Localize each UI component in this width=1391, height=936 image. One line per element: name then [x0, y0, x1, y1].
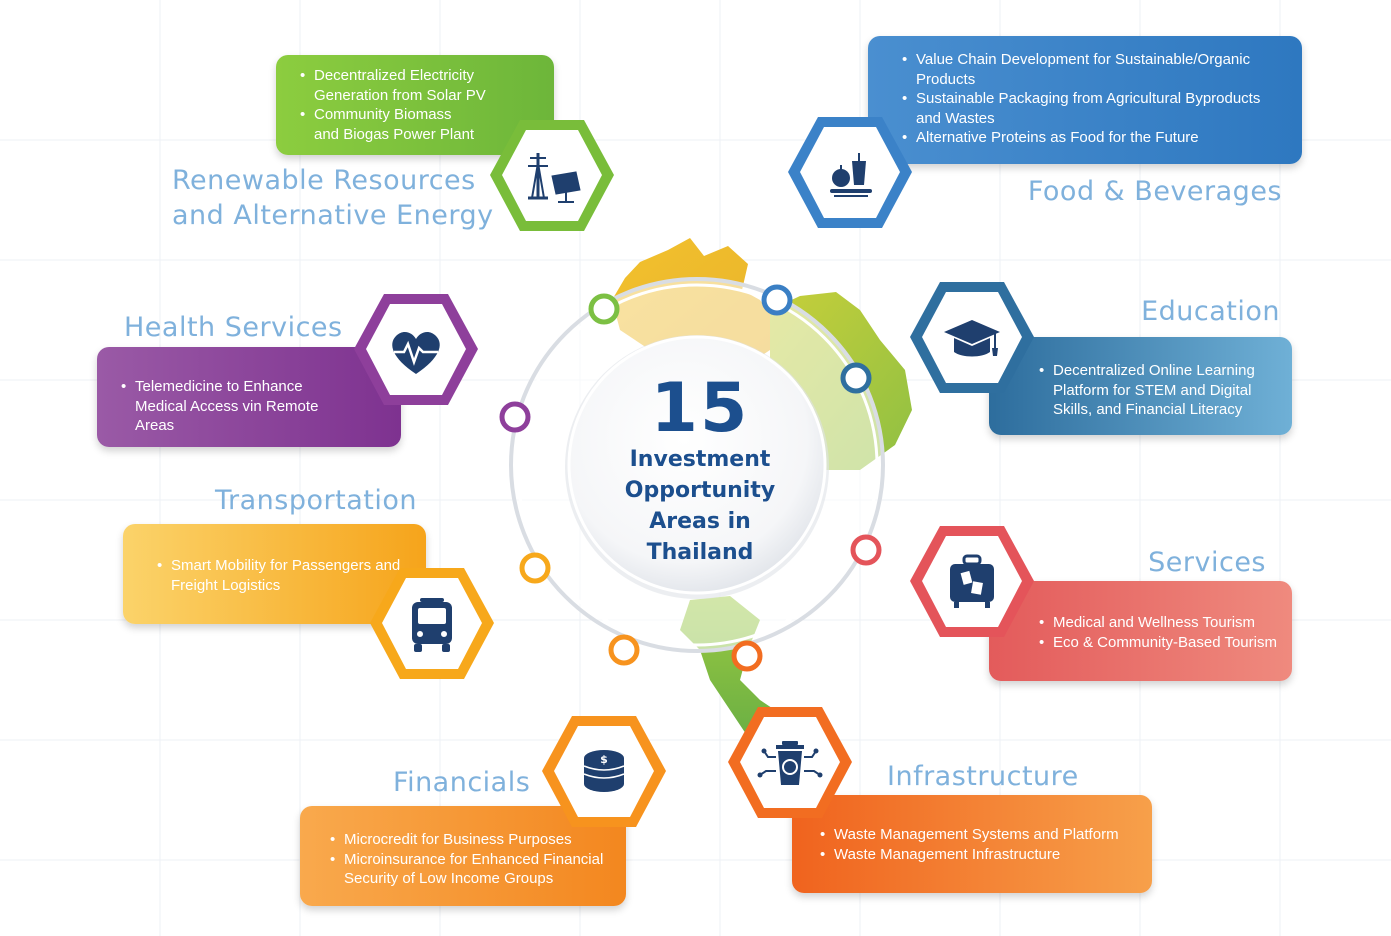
svg-text:$: $: [600, 753, 608, 766]
education-box: Decentralized Online Learning Platform f…: [989, 337, 1292, 435]
financials-bullet-2: Microinsurance for Enhanced Financial Se…: [330, 850, 612, 889]
education-bullet-1: Decentralized Online Learning Platform f…: [1039, 361, 1272, 420]
renewable-title: Renewable Resources and Alternative Ener…: [172, 165, 494, 231]
renewable-bullet-1: Decentralized Electricity Generation fro…: [300, 66, 540, 105]
infrastructure-bullet-2: Waste Management Infrastructure: [820, 845, 1138, 865]
financials-title: Financials: [393, 767, 531, 798]
infrastructure-title: Infrastructure: [887, 761, 1079, 792]
infrastructure-box: Waste Management Systems and Platform Wa…: [792, 795, 1152, 893]
renewable-bullet-2: Community Biomass and Biogas Power Plant: [300, 105, 540, 144]
services-box: Medical and Wellness Tourism Eco & Commu…: [989, 581, 1292, 681]
food-bullet-2: Sustainable Packaging from Agricultural …: [902, 89, 1288, 128]
infrastructure-hex: [726, 705, 854, 820]
health-bullet-1: Telemedicine to Enhance Medical Access v…: [121, 377, 387, 436]
recycle-bin-icon: [757, 741, 823, 785]
transportation-title: Transportation: [215, 485, 417, 516]
services-bullet-2: Eco & Community-Based Tourism: [1039, 633, 1278, 653]
center-label: 15 Investment Opportunity Areas in Thail…: [580, 370, 820, 568]
education-hex: [908, 280, 1036, 395]
services-bullet-1: Medical and Wellness Tourism: [1039, 613, 1278, 633]
food-title: Food & Beverages: [1027, 176, 1282, 207]
infrastructure-bullet-1: Waste Management Systems and Platform: [820, 825, 1138, 845]
food-box: Value Chain Development for Sustainable/…: [868, 36, 1302, 164]
food-bullet-1: Value Chain Development for Sustainable/…: [902, 50, 1288, 89]
health-title: Health Services: [124, 312, 343, 343]
luggage-icon: [950, 554, 994, 608]
renewable-hex: [488, 118, 616, 233]
transportation-bullet-1: Smart Mobility for Passengers and Freigh…: [157, 556, 412, 595]
center-number: 15: [650, 369, 750, 448]
food-hex: [786, 115, 914, 230]
transportation-box: Smart Mobility for Passengers and Freigh…: [123, 524, 426, 624]
health-box: Telemedicine to Enhance Medical Access v…: [97, 347, 401, 447]
graduation-cap-icon: [944, 320, 1000, 357]
bus-icon: [412, 598, 452, 652]
food-drink-icon: [830, 153, 872, 197]
services-title: Services: [1148, 547, 1266, 578]
solar-power-icon: [528, 153, 581, 203]
health-hex: [352, 292, 480, 407]
food-bullet-3: Alternative Proteins as Food for the Fut…: [902, 128, 1288, 148]
education-title: Education: [1141, 296, 1280, 327]
center-caption: Investment Opportunity Areas in Thailand: [624, 447, 776, 565]
services-hex: [908, 524, 1036, 639]
heart-pulse-icon: [392, 332, 440, 374]
coins-icon: $: [583, 750, 625, 792]
renewable-box: Decentralized Electricity Generation fro…: [276, 55, 554, 155]
financials-hex: $: [540, 714, 668, 829]
transportation-hex: [368, 566, 496, 681]
financials-bullet-1: Microcredit for Business Purposes: [330, 830, 612, 850]
